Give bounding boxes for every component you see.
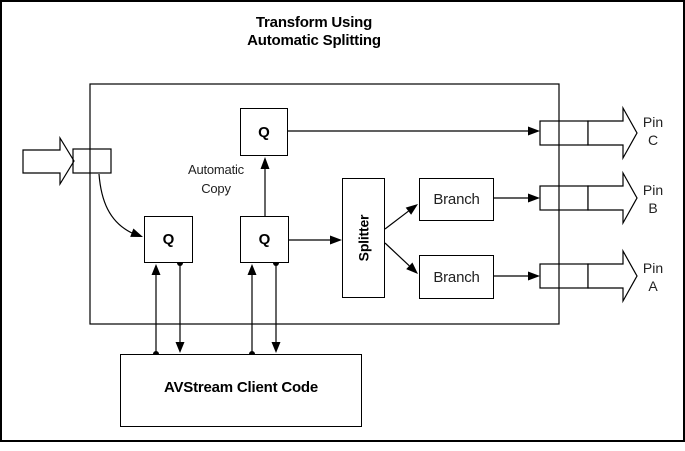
queue-box-top: Q xyxy=(240,108,288,156)
pin-label-c: Pin C xyxy=(633,113,673,149)
client-code-label: AVStream Client Code xyxy=(163,379,319,396)
pin-c-line-2: C xyxy=(647,132,659,148)
queue-box-top-label: Q xyxy=(258,123,270,141)
title-line-1: Transform Using xyxy=(255,14,373,31)
queue-box-left-label: Q xyxy=(162,231,175,248)
pin-a-line-1: Pin xyxy=(642,260,664,276)
automatic-copy-line-2: Copy xyxy=(201,181,231,196)
queue-box-left: Q xyxy=(144,216,193,263)
diagram-title: Transform Using Automatic Splitting xyxy=(114,14,514,50)
branch-box-top-label: Branch xyxy=(433,191,480,208)
queue-box-center-label: Q xyxy=(258,231,271,248)
automatic-copy-line-1: Automatic xyxy=(187,162,244,177)
splitter-label: Splitter xyxy=(355,214,372,262)
pin-label-b: Pin B xyxy=(633,181,673,217)
splitter-box: Splitter xyxy=(342,178,385,298)
client-code-box: AVStream Client Code xyxy=(120,354,362,427)
branch-box-top: Branch xyxy=(419,178,494,221)
queue-box-center: Q xyxy=(240,216,289,263)
branch-box-bottom: Branch xyxy=(419,255,494,299)
pin-c-line-1: Pin xyxy=(642,114,664,130)
pin-b-line-2: B xyxy=(648,200,658,216)
pin-label-a: Pin A xyxy=(633,259,673,295)
pin-b-line-1: Pin xyxy=(642,182,664,198)
branch-box-bottom-label: Branch xyxy=(433,268,480,286)
pin-a-line-2: A xyxy=(648,278,658,294)
automatic-copy-label: Automatic Copy xyxy=(166,160,266,198)
title-line-2: Automatic Splitting xyxy=(247,32,381,49)
